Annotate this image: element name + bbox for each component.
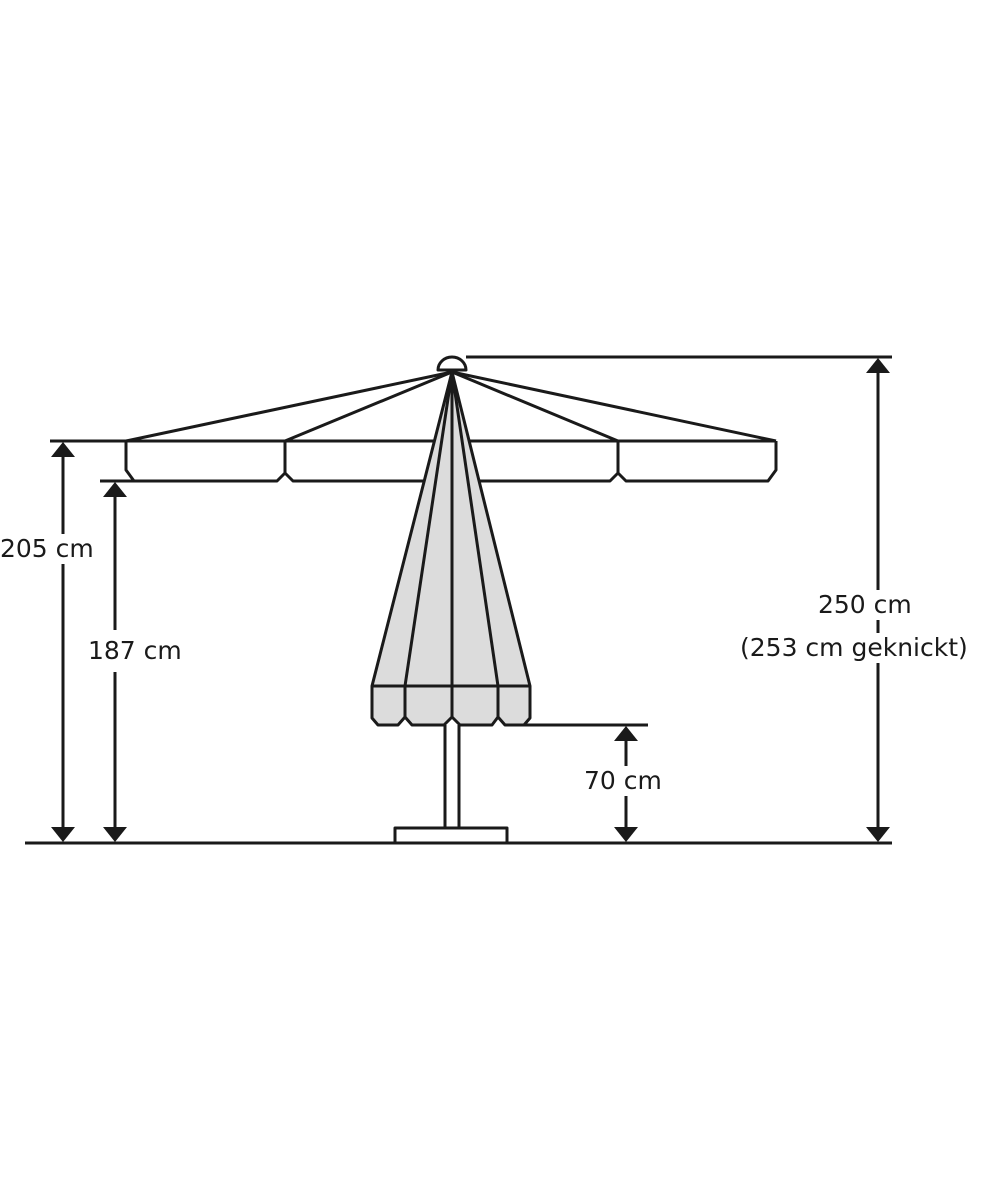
dimension-label-70: 70 cm (584, 766, 662, 796)
dimension-label-187: 187 cm (88, 630, 182, 672)
dimension-label-253-tilted: (253 cm geknickt) (740, 633, 968, 663)
pole-and-base (25, 725, 892, 845)
dimension-label-205: 205 cm (0, 534, 94, 564)
open-canopy (50, 370, 778, 483)
arrowheads (51, 358, 890, 842)
dimension-label-250: 250 cm (818, 590, 912, 620)
folded-umbrella (370, 370, 648, 727)
finial (436, 355, 468, 372)
